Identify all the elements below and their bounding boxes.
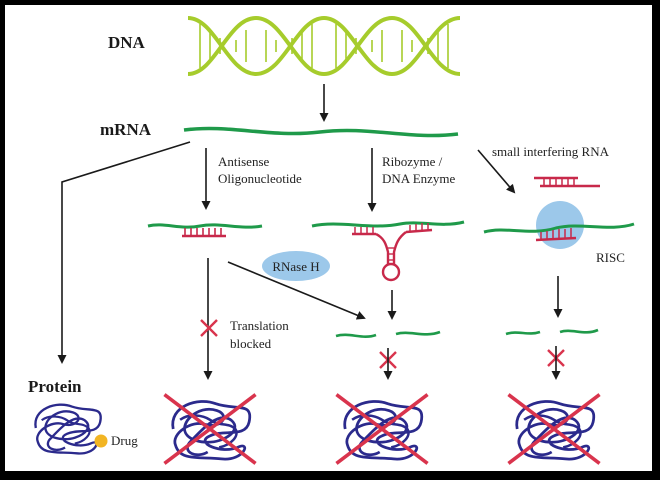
dna-label: DNA	[108, 33, 146, 52]
antisense-label-line2: Oligonucleotide	[218, 171, 302, 186]
ribozyme-label-line2: DNA Enzyme	[382, 171, 456, 186]
risc-bound-mrna-icon	[483, 222, 635, 242]
ribozyme-label-line1: Ribozyme /	[382, 154, 443, 169]
arrow-mrna-to-protein	[57, 141, 191, 364]
drug-label: Drug	[111, 433, 138, 448]
protein-label: Protein	[28, 377, 82, 396]
red-x-icon	[162, 392, 258, 466]
tangled-protein-icon	[34, 403, 103, 455]
red-x-icon	[506, 392, 602, 466]
arrow-to-sirna	[477, 149, 516, 194]
antisense-label-line1: Antisense	[218, 154, 270, 169]
red-x-icon	[199, 318, 219, 338]
ribozyme-complex-icon	[311, 220, 465, 282]
cleaved-mrna-fragments	[505, 328, 599, 336]
translation-label-line2: blocked	[230, 336, 272, 351]
dna-helix-icon	[187, 15, 461, 77]
mrna-label: mRNA	[100, 120, 152, 139]
figure-panel: DNA mRNA Antis	[5, 5, 652, 471]
rnase-h-label: RNase H	[272, 259, 319, 274]
arrow-to-rnase-cleavage	[227, 261, 366, 320]
risc-label: RISC	[596, 250, 625, 265]
drug-dot	[94, 434, 108, 448]
red-x-icon	[334, 392, 430, 466]
cleaved-mrna-fragments	[335, 330, 441, 339]
antisense-duplex-icon	[147, 223, 263, 238]
rnase-h-blob	[262, 251, 330, 281]
sirna-label: small interfering RNA	[492, 144, 610, 159]
sirna-duplex-icon	[534, 176, 600, 188]
mrna-strand	[183, 126, 459, 138]
translation-label-line1: Translation	[230, 318, 289, 333]
